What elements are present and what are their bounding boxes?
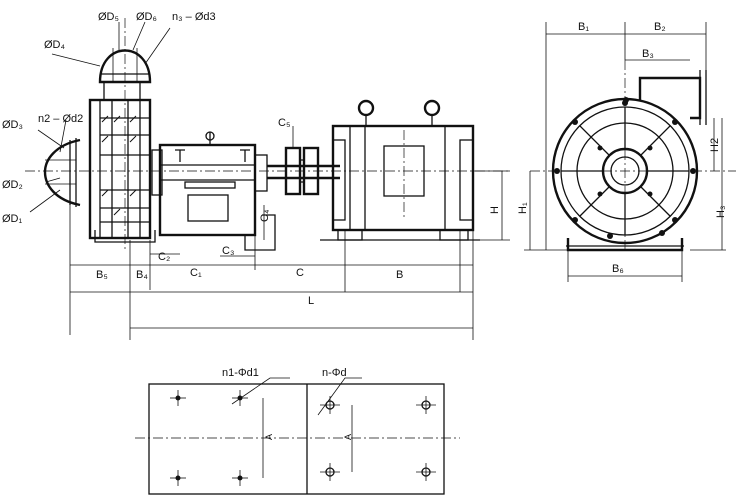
label-d2: ØD₂ [2,179,23,191]
terminal-box [383,145,425,197]
label-c5: C₅ [278,117,290,129]
motor-fins [349,126,446,230]
adjust-bracket [244,214,276,251]
nd-leader [317,377,362,416]
label-h2: H2 [709,138,721,152]
label-b3: B₃ [642,48,654,60]
drawing-labels: ØD₃ n2 – Ød2 ØD₂ ØD₁ ØD₄ ØD₅ ØD₆ n₃ – Ød… [2,11,727,440]
label-l: L [308,295,314,307]
inner-bolt [647,145,653,151]
label-h3: H₃ [715,206,727,218]
motor-frame [331,124,475,232]
pump-casing [88,98,152,240]
label-h1: H₁ [517,202,529,214]
left-bolt-group [170,390,264,486]
motor-side-view [320,99,480,241]
n1d1-leader [231,377,290,405]
label-n3d3: n₃ – Ød3 [172,11,216,23]
inner-bolt [597,191,603,197]
motor-eyebolt-left [357,99,375,117]
motor-fan-cover [459,139,474,221]
bearing-collar [151,149,163,196]
rim-bolt [572,119,578,125]
inner-bolt [597,145,603,151]
discharge-neck [103,81,141,101]
inner-bolt [647,191,653,197]
side-dimensions [29,21,510,340]
front-base [566,238,684,252]
rim-bolt [672,119,678,125]
rim-bolt [659,230,665,236]
motor-eyebolt-right [423,99,441,117]
motor-end-shield [332,139,346,221]
pump-side-view [25,18,510,251]
lifting-nut [205,131,215,141]
label-c3: C₃ [222,245,234,257]
casing-spokes [561,107,689,235]
label-n2d2: n2 – Ød2 [38,113,83,125]
casing-hatching [101,115,137,216]
bearing-end-cap [254,154,268,192]
label-d6: ØD₆ [136,11,157,23]
label-nd: n-Φd [322,367,347,379]
label-b1: B₁ [578,21,589,33]
inlet-flange [43,138,81,207]
rim-bolt [672,217,678,223]
foundation-plan [135,377,460,495]
front-extension-lines [545,22,707,250]
right-bolt-group [320,396,436,481]
bearing-window [187,194,229,222]
impeller-hub [610,156,640,186]
discharge-flange [98,49,152,84]
label-b2: B₂ [654,21,666,33]
label-d5: ØD₅ [98,11,119,23]
label-h: H [489,206,501,214]
label-d3: ØD₃ [2,119,23,131]
outlet-bolt [623,97,629,103]
label-b: B [396,269,403,281]
rim-bolt [572,217,578,223]
foundation-outline [148,383,445,495]
label-b4: B₄ [136,269,148,281]
pump-front-view [524,22,736,282]
rim-bolt [607,233,613,239]
diameter-leaders [29,21,171,213]
label-b6: B₆ [612,263,624,275]
label-n1d1: n1-Φd1 [222,367,259,379]
label-d4: ØD₄ [44,39,66,51]
label-a-right: A [343,434,353,440]
bearing-shaft [184,181,236,189]
label-c1: C₁ [190,267,202,279]
label-c4: C₄ [259,209,271,222]
label-a-left: A [264,434,274,440]
label-c: C [296,267,304,279]
extension-lines [69,205,474,340]
rim-bolt [690,168,696,174]
motor-feet [337,230,469,241]
coupling-half-right [302,146,320,196]
label-b5: B₅ [96,269,108,281]
label-c2: C₂ [158,251,170,263]
label-d1: ØD₁ [2,213,23,225]
rim-bolt [554,168,560,174]
